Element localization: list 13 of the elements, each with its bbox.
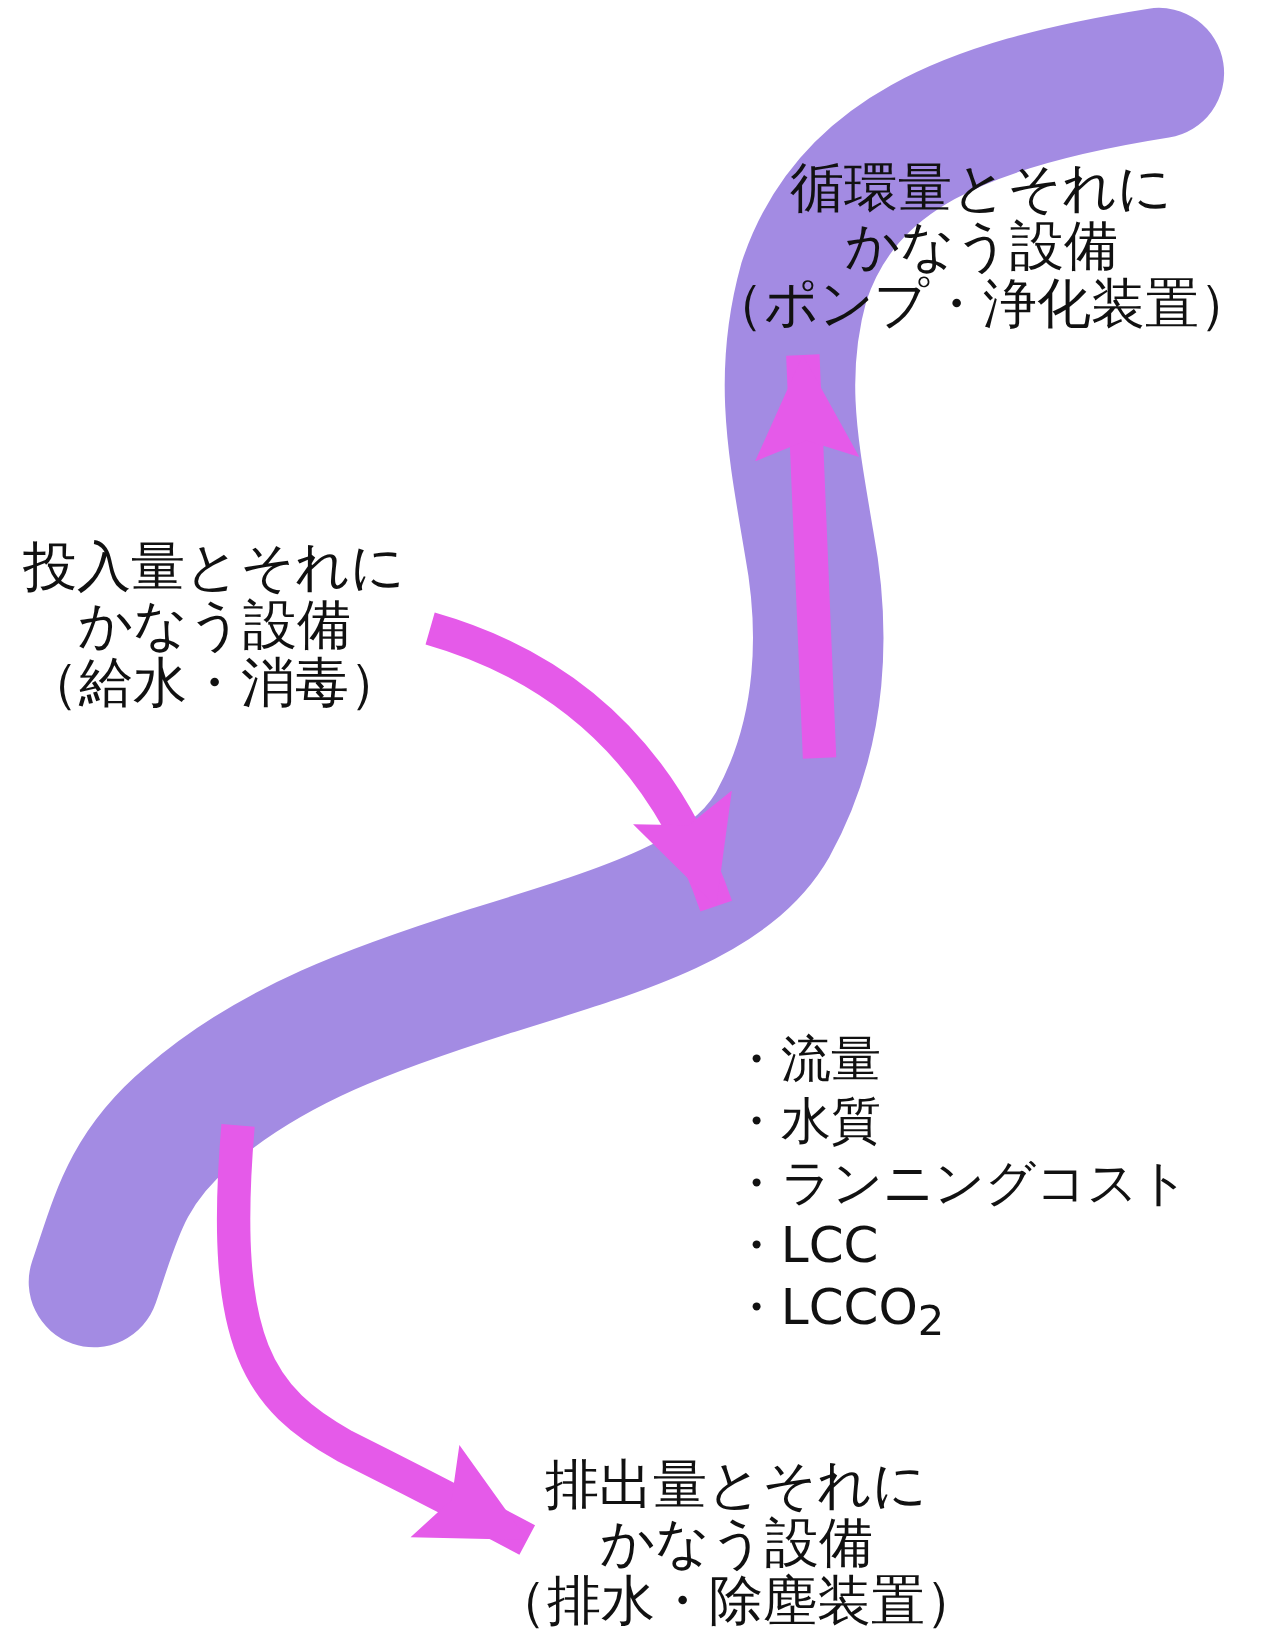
equipment-note: （ポンプ・浄化装置）: [709, 274, 1253, 333]
bullet-item: ・ランニングコスト: [730, 1153, 1189, 1215]
equipment-label: 循環量とそれにかなう設備: [789, 158, 1174, 275]
equipment-label: 排出量とそれにかなう設備: [544, 1456, 928, 1573]
bullet-item: ・LCC: [730, 1215, 880, 1277]
bullet-item: ・水質: [730, 1091, 882, 1153]
equipment-label: 投入量とそれにかなう設備: [22, 537, 406, 654]
bullet-item: ・LCCO$_{2}$: [730, 1277, 946, 1348]
arrow: [424, 612, 732, 913]
equipment-note: （給水・消毒）: [25, 653, 403, 712]
bullet-item: ・流量: [730, 1029, 882, 1091]
equipment-note: （排水・除塵装置）: [493, 1572, 979, 1631]
arrow: [755, 354, 860, 759]
